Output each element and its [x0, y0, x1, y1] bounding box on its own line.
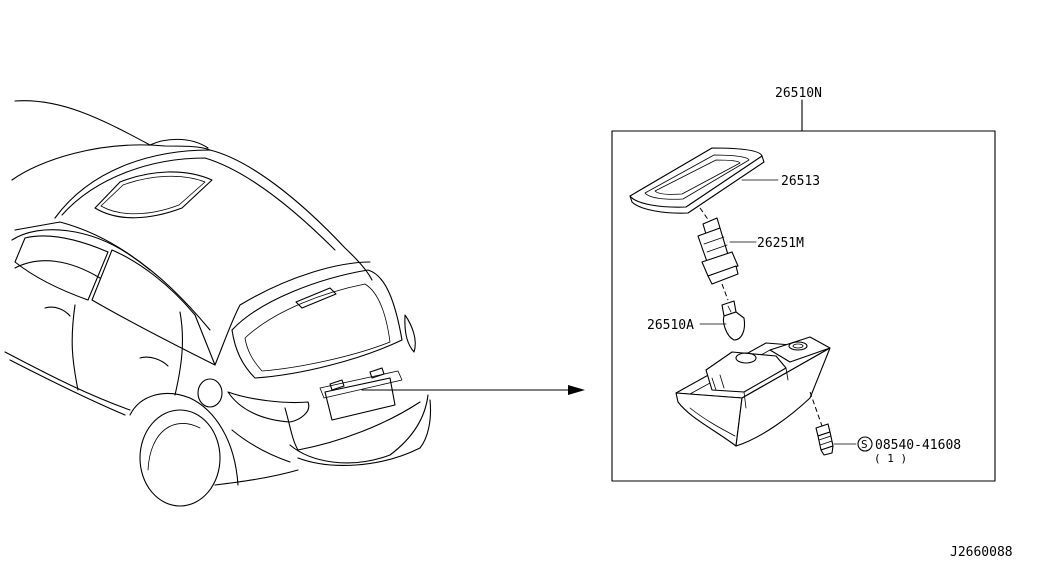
part-label-26510A: 26510A: [647, 318, 694, 333]
screw: [815, 423, 834, 456]
bulb-socket: [697, 217, 739, 285]
drawing-code: J2660088: [950, 545, 1013, 560]
lamp-housing: [675, 336, 831, 447]
detail-frame: [611, 130, 996, 482]
wedge-bulb: [721, 300, 746, 341]
callout-arrow: [361, 385, 585, 395]
screw-quantity: ( 1 ): [874, 452, 907, 465]
vehicle-illustration: [4, 100, 432, 507]
screw-symbol: S: [861, 438, 868, 451]
part-label-screw: 08540-41608: [875, 438, 961, 453]
part-label-26513: 26513: [781, 174, 820, 189]
part-label-26251M: 26251M: [757, 236, 804, 251]
lens-gasket: [629, 147, 765, 214]
assembly-part-label: 26510N: [775, 86, 822, 101]
assembly-axis-2: [721, 283, 729, 301]
screw-symbol-circle: [857, 436, 873, 452]
assembly-axis-3: [809, 391, 823, 427]
